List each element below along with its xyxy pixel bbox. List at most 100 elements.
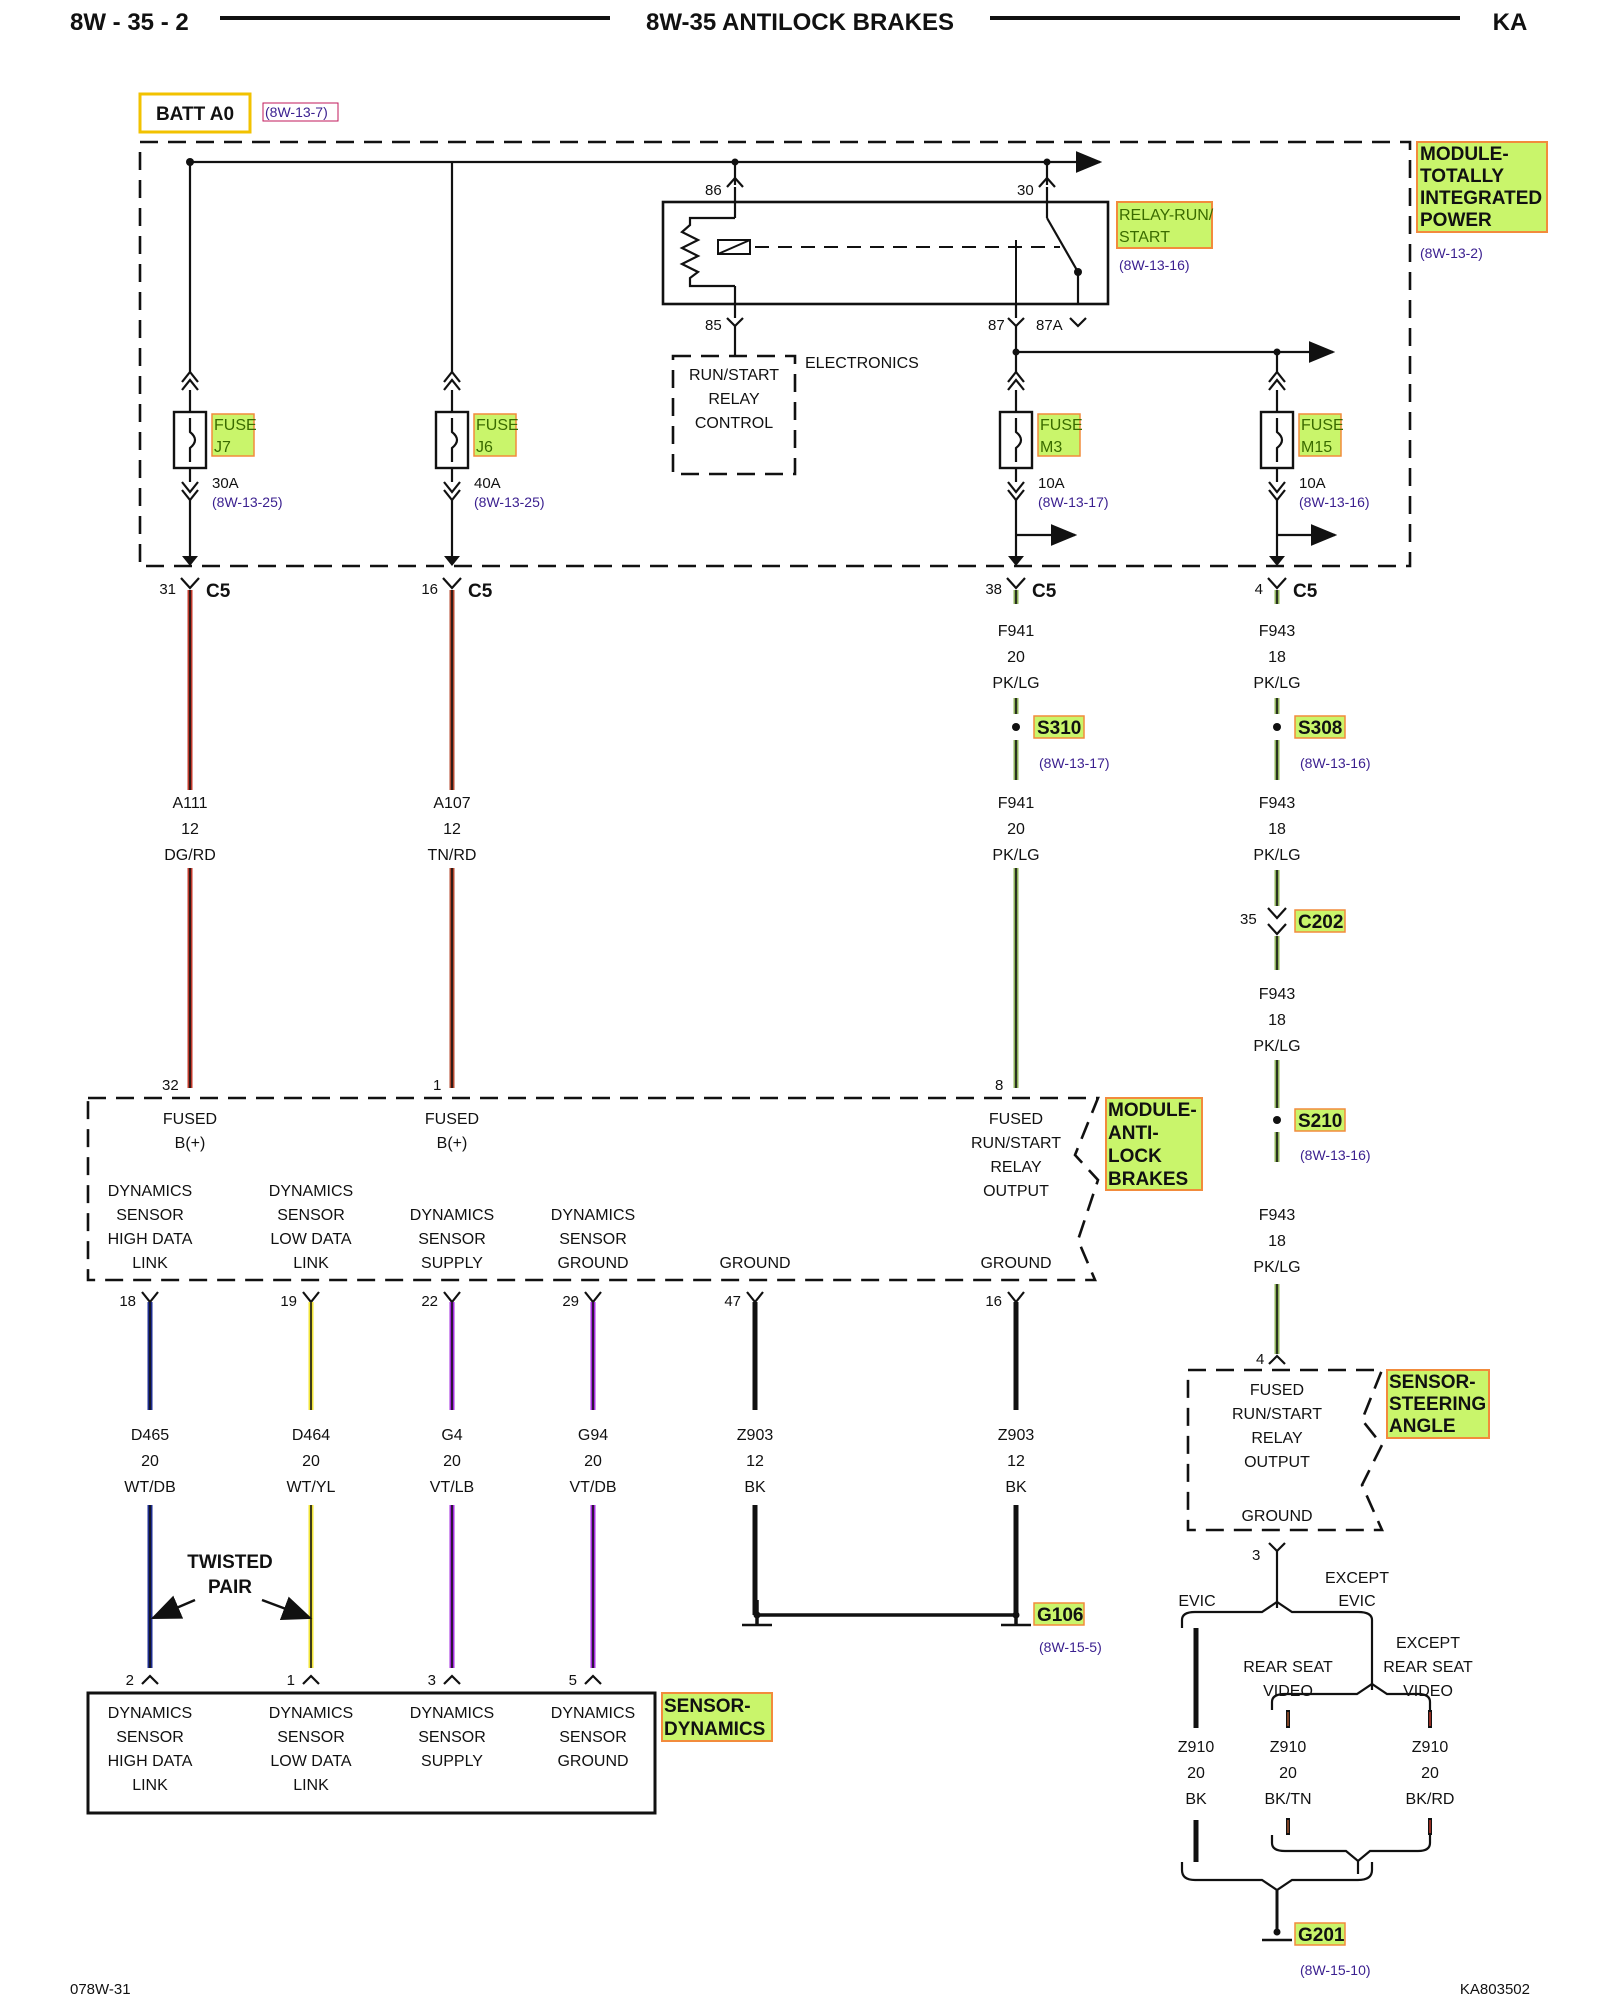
- batt-label-box: [138, 92, 252, 134]
- s310-ref[interactable]: (8W-13-17): [1039, 755, 1110, 771]
- pin-chevron-icon: [302, 1674, 320, 1685]
- f943-top-color: PK/LG: [1253, 675, 1300, 692]
- f943-top-gauge: 18: [1268, 649, 1286, 666]
- steering-label-box: [1386, 1369, 1490, 1439]
- option-brace-evic: [1180, 1600, 1374, 1628]
- sensor-dyn-pin: 5: [569, 1672, 577, 1689]
- fuse-ref[interactable]: (8W-13-16): [1299, 494, 1370, 510]
- lower-wire-gauge: 20: [443, 1453, 461, 1470]
- fuse-clip-icon: [443, 370, 461, 391]
- relay-box: [661, 200, 1110, 306]
- f943-top-circuit: F943: [1259, 623, 1296, 640]
- g106-ref[interactable]: (8W-15-5): [1039, 1639, 1102, 1655]
- relay-ref[interactable]: (8W-13-16): [1119, 257, 1190, 273]
- fuse-element: [1275, 418, 1284, 462]
- g201-ref[interactable]: (8W-15-10): [1300, 1962, 1371, 1978]
- a107-color: TN/RD: [428, 847, 477, 864]
- sensor-dyn-name-1: SENSOR-: [664, 1696, 751, 1717]
- connector-c5: C5: [206, 581, 231, 602]
- abs-pin-1: 1: [433, 1077, 441, 1094]
- f941-top-color: PK/LG: [992, 675, 1039, 692]
- abs-rs-2: RUN/START: [971, 1135, 1061, 1152]
- fuse-id: J7: [214, 439, 231, 456]
- fuse-clip-icon: [1268, 481, 1286, 502]
- splice-s310: S310: [1037, 718, 1081, 739]
- option-rsv-1: REAR SEAT: [1243, 1659, 1333, 1676]
- c5-pin: 38: [985, 581, 1002, 598]
- sensor-dyn-label: SENSOR: [559, 1729, 627, 1746]
- f943-mid-gauge: 18: [1268, 821, 1286, 838]
- s210-ref[interactable]: (8W-13-16): [1300, 1147, 1371, 1163]
- f943-bottom-circuit: F943: [1259, 1207, 1296, 1224]
- f941-top-gauge: 20: [1007, 649, 1025, 666]
- splice-s210-node: [1273, 1116, 1281, 1124]
- fuse-clip-icon: [1268, 370, 1286, 391]
- abs-pin-label: GROUND: [719, 1255, 790, 1272]
- relay-name-2: START: [1119, 229, 1170, 246]
- pin-chevron-icon: [726, 176, 744, 188]
- lower-wire-color: WT/DB: [124, 1479, 176, 1496]
- fuse-ref[interactable]: (8W-13-17): [1038, 494, 1109, 510]
- abs-pin-label: DYNAMICS: [410, 1207, 494, 1224]
- ground-g106: G106: [1037, 1605, 1083, 1626]
- f943-mid-circuit: F943: [1259, 795, 1296, 812]
- splice-s308: S308: [1298, 718, 1342, 739]
- option-except-evic-2: EVIC: [1338, 1593, 1375, 1610]
- abs-name-3: LOCK: [1108, 1146, 1162, 1167]
- abs-pin-8: 8: [995, 1077, 1003, 1094]
- lower-wire-circuit: D465: [131, 1427, 169, 1444]
- relay-switch-icon: [1046, 217, 1079, 273]
- fuse-ref[interactable]: (8W-13-25): [474, 494, 545, 510]
- abs-bottom-pin: 22: [421, 1293, 438, 1310]
- f943-low-gauge: 18: [1268, 1012, 1286, 1029]
- s308-ref[interactable]: (8W-13-16): [1300, 755, 1371, 771]
- pin-chevron-icon: [584, 1291, 602, 1304]
- relay-pin-86: 86: [705, 182, 722, 199]
- fuse-clip-icon: [1007, 481, 1025, 502]
- pin-chevron-icon: [302, 1291, 320, 1304]
- steering-pin-4: 4: [1256, 1351, 1264, 1368]
- sensor-dyn-label: DYNAMICS: [410, 1705, 494, 1722]
- tipm-ref[interactable]: (8W-13-2): [1420, 245, 1483, 261]
- bus-node: [1043, 158, 1051, 166]
- page-title: 8W-35 ANTILOCK BRAKES: [646, 9, 954, 36]
- control-text-3: CONTROL: [695, 415, 773, 432]
- z910-gauge: 20: [1421, 1765, 1439, 1782]
- c5-pin: 31: [159, 581, 176, 598]
- pin-chevron-icon: [1007, 317, 1025, 328]
- abs-pin-label: LINK: [132, 1255, 168, 1272]
- page-number: 8W - 35 - 2: [70, 9, 189, 36]
- fuse-ref[interactable]: (8W-13-25): [212, 494, 283, 510]
- connector-c202: C202: [1298, 912, 1343, 933]
- steering-name-1: SENSOR-: [1389, 1372, 1476, 1393]
- batt-ref[interactable]: (8W-13-7): [265, 104, 328, 120]
- relay-label-box: [1116, 201, 1213, 249]
- abs-bottom-pin: 29: [562, 1293, 579, 1310]
- z910-circuit: Z910: [1412, 1739, 1449, 1756]
- fuse-element: [1014, 418, 1023, 462]
- fuse-label-box: [1037, 413, 1081, 457]
- fuse-label-box: [1298, 413, 1342, 457]
- sensor-dyn-label: LINK: [293, 1777, 329, 1794]
- sensor-dyn-label: GROUND: [557, 1753, 628, 1770]
- option-evic: EVIC: [1178, 1593, 1215, 1610]
- splice-s308-node: [1273, 723, 1281, 731]
- bus-node: [731, 158, 739, 166]
- c202-box: [1294, 909, 1346, 933]
- abs-bottom-pin: 18: [119, 1293, 136, 1310]
- abs-name-4: BRAKES: [1108, 1169, 1188, 1190]
- g201-box: [1294, 1922, 1346, 1946]
- abs-pin-label: SENSOR: [559, 1231, 627, 1248]
- abs-pin-label: SENSOR: [277, 1207, 345, 1224]
- sensor-dyn-label-box: [661, 1692, 773, 1742]
- c202-connector-icon: [1267, 907, 1287, 920]
- fuse-rating: 10A: [1038, 475, 1065, 492]
- control-text-1: RUN/START: [689, 367, 779, 384]
- relay-pin-85: 85: [705, 317, 722, 334]
- sensor-dyn-pin: 2: [126, 1672, 134, 1689]
- relay-coil-icon: [679, 216, 735, 288]
- sensor-dyn-name-2: DYNAMICS: [664, 1719, 765, 1740]
- bus-node: [1012, 348, 1020, 356]
- ground-g201: G201: [1298, 1925, 1345, 1946]
